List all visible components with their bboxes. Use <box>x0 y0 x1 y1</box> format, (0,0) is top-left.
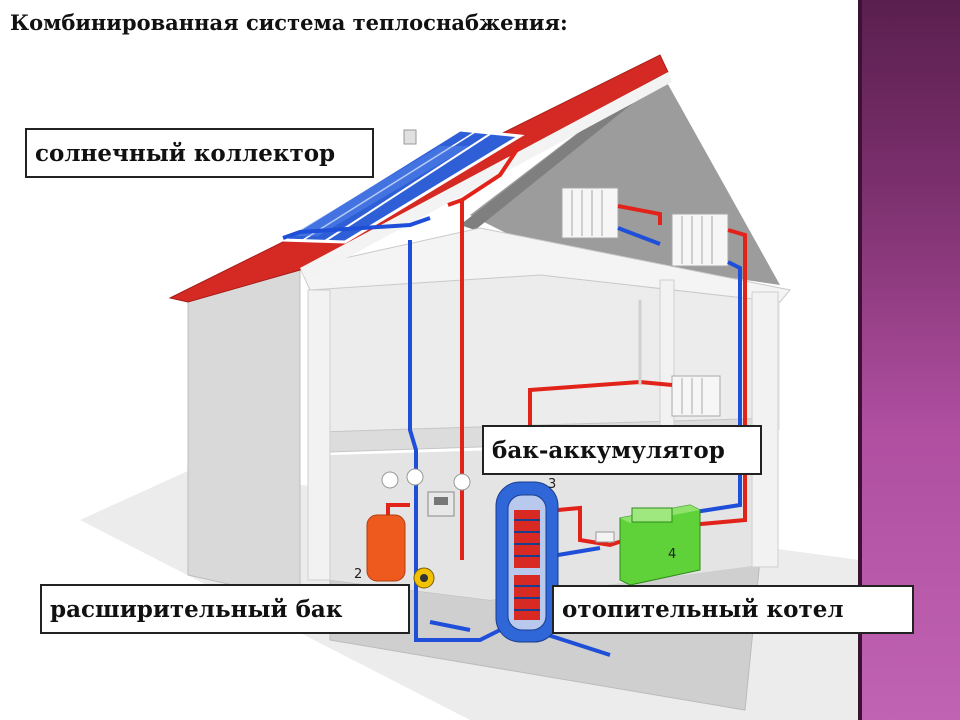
expansion-tank <box>366 514 406 582</box>
label-accumulator-tank: бак-аккумулятор <box>482 425 762 475</box>
label-solar-collector: солнечный коллектор <box>25 128 374 178</box>
heating-boiler <box>619 504 701 586</box>
solar-panel <box>278 128 525 244</box>
partition-wall-left <box>307 289 331 581</box>
house-heating-diagram: 2 3 4 <box>80 54 858 720</box>
accumulator-tank-number: 3 <box>548 477 556 492</box>
accumulator-tank <box>495 481 559 643</box>
house-left-wall <box>187 267 301 601</box>
radiator-attic-right <box>671 213 729 267</box>
controller-unit <box>427 491 455 517</box>
expansion-tank-number: 2 <box>354 567 362 582</box>
radiator-upper-floor <box>671 375 721 417</box>
label-expansion-tank: расширительный бак <box>40 584 410 634</box>
cold-water-pipes <box>282 216 742 657</box>
hot-water-pipes <box>386 143 747 560</box>
label-heating-boiler: отопительный котел <box>552 585 914 634</box>
radiator-attic-left <box>561 187 619 239</box>
page-title: Комбинированная система теплоснабжения: <box>10 10 568 35</box>
boiler-number: 4 <box>668 547 676 562</box>
